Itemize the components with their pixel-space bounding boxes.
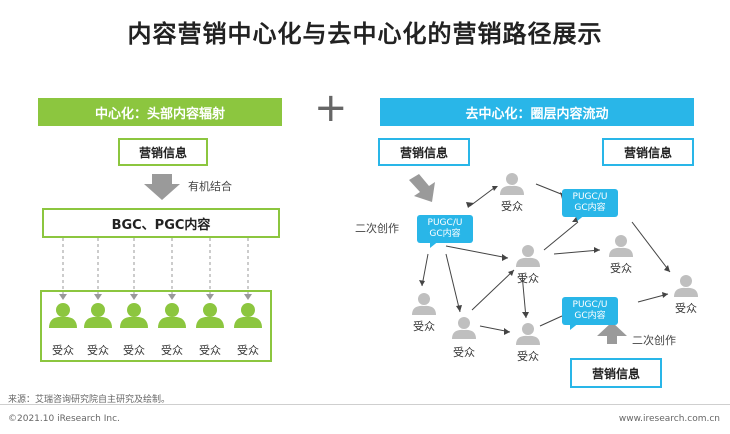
website: www.iresearch.com.cn [618, 414, 720, 424]
audience-label: 受众 [52, 344, 74, 357]
decentralized-header: 去中心化：圈层内容流动 [380, 98, 694, 126]
source-note: 来源：艾瑞咨询研究院自主研究及绘制。 [8, 395, 171, 405]
audience-label: 受众 [610, 262, 632, 275]
right-marketing-info-box-bottom: 营销信息 [570, 358, 662, 388]
left-marketing-info-box: 营销信息 [118, 138, 208, 166]
bgc-pgc-content-box: BGC、PGC内容 [42, 208, 280, 238]
down-arrow-icon [144, 174, 180, 200]
audience-label: 受众 [123, 344, 145, 357]
audience-label: 受众 [675, 302, 697, 315]
audience-label: 受众 [501, 200, 523, 213]
pugc-ugc-bubble: PUGC/U GC内容 [562, 297, 618, 325]
network-links [421, 183, 671, 333]
right-marketing-info-box-right: 营销信息 [602, 138, 694, 166]
gray-audience-icons [412, 173, 698, 345]
secondary-creation-label: 二次创作 [355, 222, 399, 235]
up-arrow-icon [597, 322, 627, 344]
audience-label: 受众 [237, 344, 259, 357]
pugc-ugc-bubble: PUGC/U GC内容 [417, 215, 473, 243]
audience-label: 受众 [517, 272, 539, 285]
dashed-arrows [62, 238, 249, 296]
audience-label: 受众 [199, 344, 221, 357]
audience-label: 受众 [413, 320, 435, 333]
pugc-ugc-bubble: PUGC/U GC内容 [562, 189, 618, 217]
audience-container [40, 290, 272, 362]
centralized-header: 中心化：头部内容辐射 [38, 98, 282, 126]
right-marketing-info-box-left: 营销信息 [378, 138, 470, 166]
footer-divider [0, 404, 730, 405]
page-title: 内容营销中心化与去中心化的营销路径展示 [127, 20, 603, 48]
copyright: ©2021.10 iResearch Inc. [8, 414, 120, 424]
plus-icon: + [314, 85, 348, 131]
diagonal-arrow-icon [409, 174, 435, 202]
audience-label: 受众 [517, 350, 539, 363]
organic-combination-label: 有机结合 [188, 180, 232, 193]
green-audience-icons [49, 303, 262, 328]
secondary-creation-label: 二次创作 [632, 334, 676, 347]
audience-label: 受众 [161, 344, 183, 357]
audience-label: 受众 [453, 346, 475, 359]
audience-label: 受众 [87, 344, 109, 357]
